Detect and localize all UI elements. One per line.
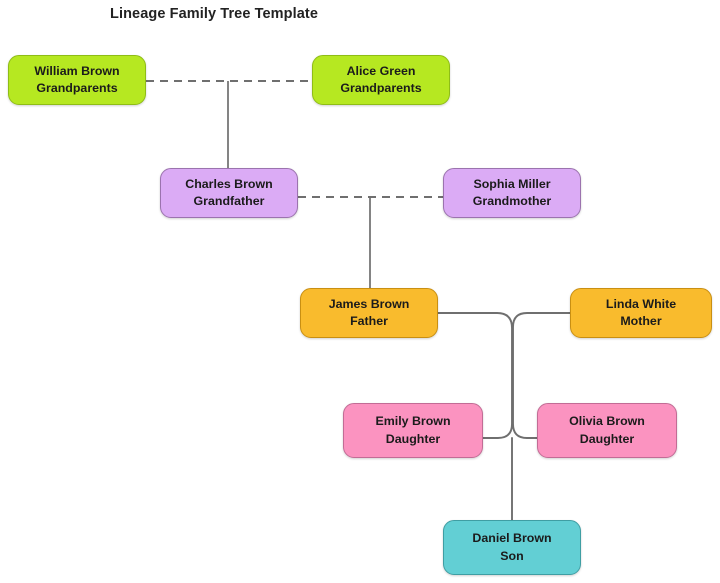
node-name: Daniel Brown [472,531,552,546]
node-name: William Brown [34,63,120,78]
node-role: Grandparents [340,81,422,95]
node-role: Daughter [385,431,441,446]
node-role: Grandmother [472,194,552,208]
node-name: Olivia Brown [569,414,645,429]
node-role: Daughter [579,431,635,446]
node-role: Mother [620,314,662,328]
node-name: Linda White [605,296,677,311]
node-role: Son [500,548,524,563]
node-role: Grandparents [36,81,118,95]
node-role: Father [350,314,388,328]
node-name: Charles Brown [185,176,273,191]
node-name: Alice Green [346,63,416,78]
page-title: Lineage Family Tree Template [110,6,319,22]
node-role: Grandfather [193,194,265,208]
node-name: Emily Brown [375,414,451,429]
node-name: Sophia Miller [473,176,551,191]
node-name: James Brown [328,296,410,311]
